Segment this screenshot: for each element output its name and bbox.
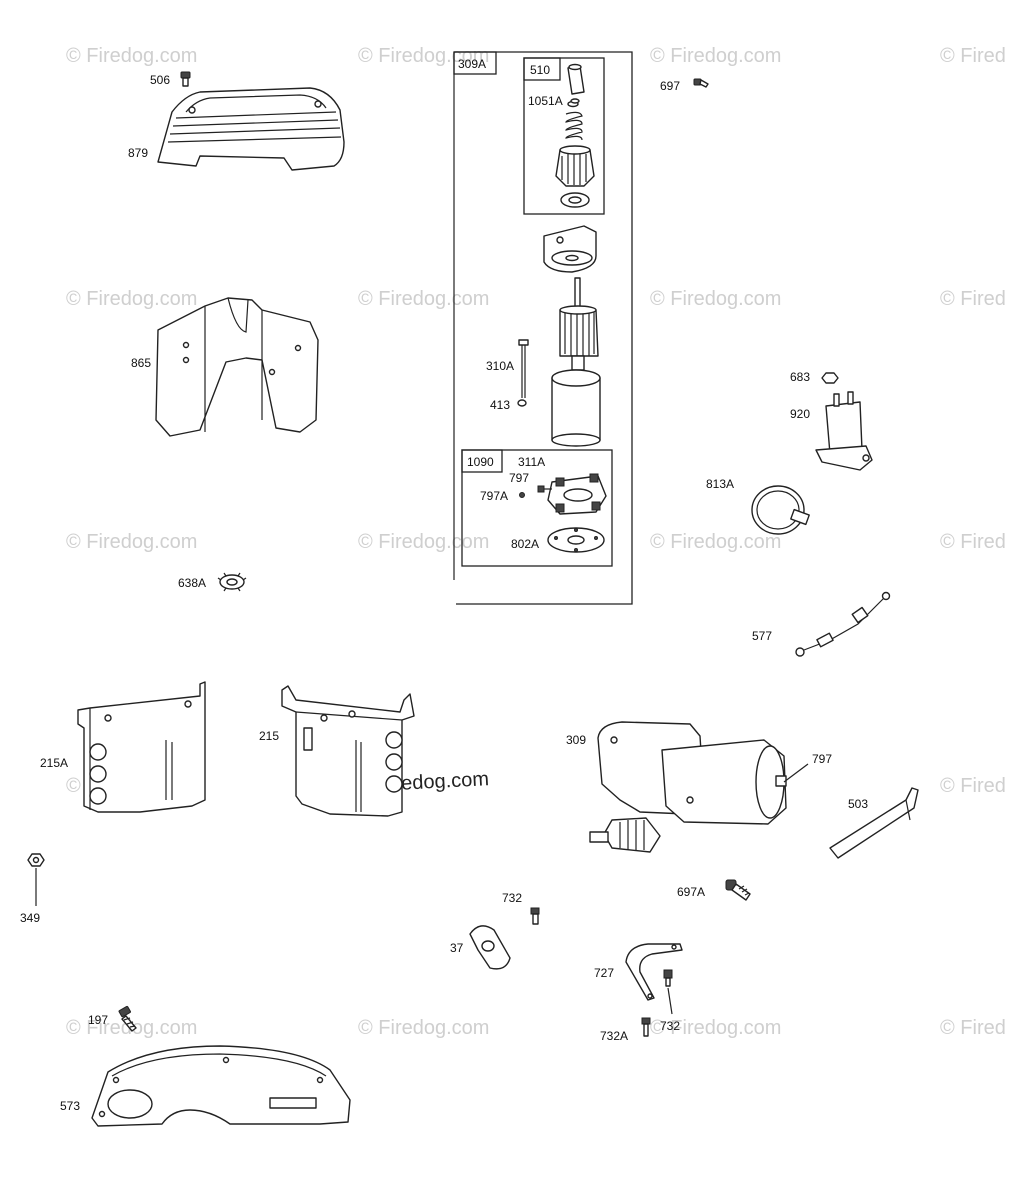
watermark: © Fired [940, 45, 1006, 67]
part-797-screw-inner[interactable] [537, 485, 552, 493]
group-1090-brush-kit [461, 449, 613, 567]
callout-802A: 802A [511, 537, 539, 551]
part-starter-housing[interactable] [551, 369, 601, 447]
callout-732A: 732A [600, 1029, 628, 1043]
part-865-baffle[interactable] [155, 297, 319, 437]
part-697A-screw[interactable] [725, 879, 751, 901]
part-573-back-plate[interactable] [91, 1045, 351, 1127]
callout-215A: 215A [40, 756, 68, 770]
part-starter-armature[interactable] [559, 277, 599, 371]
part-503-bracket[interactable] [829, 787, 919, 859]
part-802A-brush-plate[interactable] [547, 527, 605, 553]
part-879-cylinder-shield[interactable] [157, 87, 345, 171]
watermark: © Firedog.com [66, 531, 197, 553]
part-349-nut[interactable] [27, 853, 45, 906]
callout-1090: 1090 [467, 455, 494, 469]
group-309A-starter-exploded [453, 51, 633, 605]
callout-510: 510 [530, 63, 550, 77]
watermark: © Firedog.com [358, 1017, 489, 1039]
callout-413: 413 [490, 398, 510, 412]
group-510-drive-kit [523, 57, 605, 215]
callout-797A: 797A [480, 489, 508, 503]
part-311A-brush-holder[interactable] [547, 473, 607, 515]
watermark: © Fired [940, 288, 1006, 310]
part-697-screw[interactable] [693, 78, 709, 88]
callout-349: 349 [20, 911, 40, 925]
watermark: © Firedog.com [66, 288, 197, 310]
watermark: © Firedog.com [650, 45, 781, 67]
callout-683: 683 [790, 370, 810, 384]
watermark: © Firedog.com [358, 288, 489, 310]
part-638A-lock-washer[interactable] [217, 572, 247, 592]
callout-309: 309 [566, 733, 586, 747]
part-506-screw[interactable] [180, 71, 191, 87]
part-797A-nut[interactable] [519, 492, 525, 498]
callout-697: 697 [660, 79, 680, 93]
callout-732-top: 732 [502, 891, 522, 905]
watermark: © Firedog.com [650, 531, 781, 553]
watermark: © Fired [940, 1017, 1006, 1039]
callout-879: 879 [128, 146, 148, 160]
part-215A-shroud-left[interactable] [77, 681, 206, 813]
part-197-screw[interactable] [118, 1005, 137, 1032]
callout-573: 573 [60, 1099, 80, 1113]
callout-1051A: 1051A [528, 94, 563, 108]
callout-197: 197 [88, 1013, 108, 1027]
part-683-nut[interactable] [821, 372, 839, 384]
callout-865: 865 [131, 356, 151, 370]
watermark-grid: © Firedog.com © Firedog.com © Firedog.co… [66, 45, 1006, 1039]
callout-311A: 311A [518, 455, 545, 469]
watermark: © Firedog.com [358, 531, 489, 553]
callout-37: 37 [450, 941, 464, 955]
part-413-lock-washer[interactable] [517, 399, 527, 407]
watermark: © Firedog.com [358, 45, 489, 67]
watermark: © Firedog.com [650, 288, 781, 310]
callout-215: 215 [259, 729, 279, 743]
part-732-screw-bottom[interactable] [663, 969, 673, 1015]
part-732A-screw[interactable] [641, 1017, 651, 1037]
group-1090-label-box [461, 449, 503, 473]
watermark: © Firedog.com [66, 45, 197, 67]
part-1051A-retaining-ring[interactable] [570, 98, 580, 104]
callout-797: 797 [812, 752, 832, 766]
part-309-starter-motor[interactable] [589, 721, 787, 853]
watermark: © Firedog.com [650, 1017, 781, 1039]
watermark: © Fired [940, 775, 1006, 797]
part-920-solenoid[interactable] [815, 391, 873, 471]
callout-727: 727 [594, 966, 614, 980]
part-215-shroud-right[interactable] [281, 685, 415, 817]
part-727-clip[interactable] [625, 943, 683, 1001]
leader-797 [783, 763, 809, 783]
watermark: © Fired [940, 531, 1006, 553]
part-310A-through-bolt[interactable] [518, 339, 529, 398]
part-813A-hose-clamp[interactable] [751, 485, 810, 535]
callout-732-bottom: 732 [660, 1019, 680, 1033]
callout-920: 920 [790, 407, 810, 421]
part-37-gasket[interactable] [469, 925, 511, 970]
part-577-cable[interactable] [795, 591, 891, 657]
callout-506: 506 [150, 73, 170, 87]
callout-503: 503 [848, 797, 868, 811]
callout-697A: 697A [677, 885, 705, 899]
callout-813A: 813A [706, 477, 734, 491]
callout-310A: 310A [486, 359, 514, 373]
callout-638A: 638A [178, 576, 206, 590]
group-510-label-box [523, 57, 561, 81]
callout-797-inner: 797 [509, 471, 529, 485]
part-510-drive-parts[interactable] [555, 63, 595, 208]
callout-577: 577 [752, 629, 772, 643]
part-732-screw-top[interactable] [530, 907, 540, 925]
callout-309A: 309A [458, 57, 486, 71]
part-starter-end-cap[interactable] [543, 225, 597, 273]
